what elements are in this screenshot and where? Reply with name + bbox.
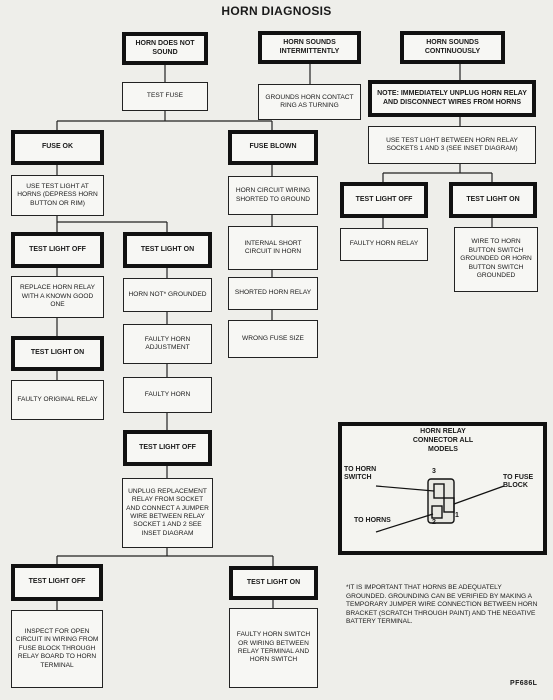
faulty-horn-adjustment: FAULTY HORN ADJUSTMENT xyxy=(123,324,212,364)
faulty-horn-switch: FAULTY HORN SWITCH OR WIRING BETWEEN REL… xyxy=(229,608,318,688)
to-horn-switch-label: TO HORN SWITCH xyxy=(344,466,377,482)
wire-to-switch-grounded: WIRE TO HORN BUTTON SWITCH GROUNDED OR H… xyxy=(454,227,538,292)
wiring-shorted-to-ground: HORN CIRCUIT WIRING SHORTED TO GROUND xyxy=(228,176,318,215)
unplug-note: NOTE: IMMEDIATELY UNPLUG HORN RELAY AND … xyxy=(368,80,536,117)
fuse-ok: FUSE OK xyxy=(11,130,104,165)
use-test-light-at-horns: USE TEST LIGHT AT HORNS (DEPRESS HORN BU… xyxy=(11,175,104,216)
faulty-horn: FAULTY HORN xyxy=(123,377,212,413)
test-light-off-left: TEST LIGHT OFF xyxy=(11,232,104,268)
test-light-on-right: TEST LIGHT ON xyxy=(123,232,212,268)
test-light-off-bottom: TEST LIGHT OFF xyxy=(11,564,103,601)
test-light-sockets: USE TEST LIGHT BETWEEN HORN RELAY SOCKET… xyxy=(368,126,536,164)
inspect-open-circuit: INSPECT FOR OPEN CIRCUIT IN WIRING FROM … xyxy=(11,610,103,688)
replace-horn-relay: REPLACE HORN RELAY WITH A KNOWN GOOD ONE xyxy=(11,276,104,318)
inset-title: HORN RELAY CONNECTOR ALL MODELS xyxy=(412,428,474,453)
grounding-footnote: *IT IS IMPORTANT THAT HORNS BE ADEQUATEL… xyxy=(346,584,538,626)
test-light-off-middle: TEST LIGHT OFF xyxy=(123,430,212,466)
test-light-on-left: TEST LIGHT ON xyxy=(11,336,104,371)
figure-code: PF686L xyxy=(510,680,538,687)
start-intermittent: HORN SOUNDS INTERMITTENTLY xyxy=(258,31,361,64)
pin-3-label: 3 xyxy=(432,468,436,475)
wrong-fuse-size: WRONG FUSE SIZE xyxy=(228,320,318,358)
start-no-sound: HORN DOES NOT SOUND xyxy=(122,32,208,65)
grounds-contact-ring: GROUNDS HORN CONTACT RING AS TURNING xyxy=(258,84,361,120)
fuse-blown: FUSE BLOWN xyxy=(228,130,318,165)
diagram-title: HORN DIAGNOSIS xyxy=(221,4,332,18)
pin-1-label: 1 xyxy=(455,512,459,519)
pin-2-label: 2 xyxy=(432,519,436,526)
to-horns-label: TO HORNS xyxy=(354,517,391,524)
relay-connector-drawing xyxy=(375,478,505,533)
internal-short-circuit: INTERNAL SHORT CIRCUIT IN HORN xyxy=(228,226,318,270)
shorted-horn-relay: SHORTED HORN RELAY xyxy=(228,277,318,310)
test-light-on-c3: TEST LIGHT ON xyxy=(449,182,537,218)
test-light-off-c3: TEST LIGHT OFF xyxy=(340,182,428,218)
to-fuse-block-label: TO FUSE BLOCK xyxy=(503,474,534,490)
unplug-replacement-relay: UNPLUG REPLACEMENT RELAY FROM SOCKET AND… xyxy=(122,478,213,548)
faulty-horn-relay-c3: FAULTY HORN RELAY xyxy=(340,228,428,261)
faulty-original-relay: FAULTY ORIGINAL RELAY xyxy=(11,380,104,420)
test-light-on-bottom: TEST LIGHT ON xyxy=(229,566,318,600)
test-fuse: TEST FUSE xyxy=(122,82,208,111)
start-continuous: HORN SOUNDS CONTINUOUSLY xyxy=(400,31,505,64)
horn-not-grounded: HORN NOT* GROUNDED xyxy=(123,278,212,312)
